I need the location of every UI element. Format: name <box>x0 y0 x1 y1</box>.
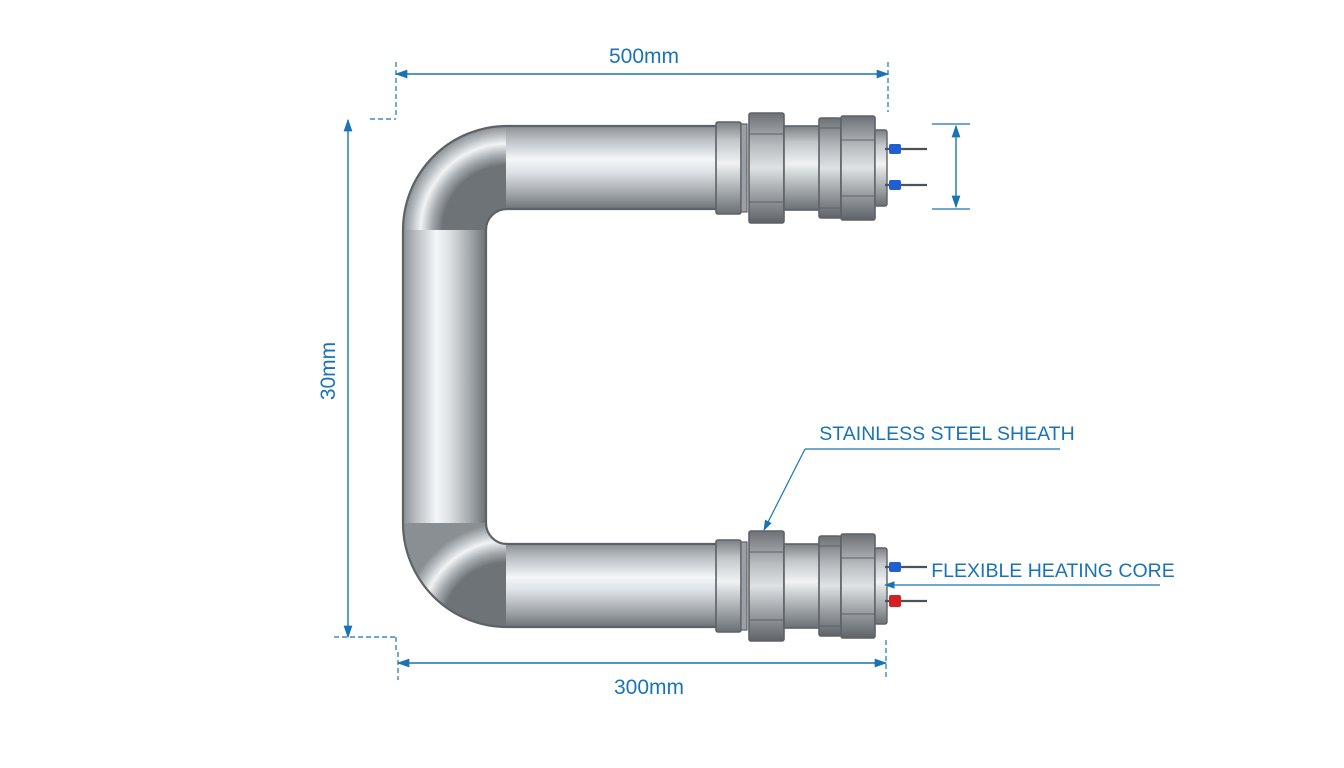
tube-bottom-bend <box>403 523 507 627</box>
fitting-ring <box>740 123 748 213</box>
fitting-end-cap <box>874 547 888 625</box>
terminal-wires-bottom <box>885 562 927 607</box>
callout-label-core: FLEXIBLE HEATING CORE <box>931 560 1174 582</box>
fitting-flange <box>818 535 842 637</box>
callout-label-sheath: STAINLESS STEEL SHEATH <box>819 423 1074 445</box>
tube-vertical-leg <box>403 230 486 523</box>
wire-insulation-blue <box>889 180 901 190</box>
hex-nut <box>748 530 785 642</box>
wire-insulation-blue <box>889 562 901 572</box>
wire-insulation-red <box>889 595 901 607</box>
fitting-flange <box>818 117 842 219</box>
hex-nut <box>840 115 876 221</box>
dimension-bottom: 300mm <box>396 640 888 699</box>
dimension-label-left: 30mm <box>317 342 340 400</box>
fitting-body <box>783 125 821 211</box>
fitting-end-cap <box>874 129 888 207</box>
terminal-fitting-top <box>715 112 888 224</box>
hex-nut <box>840 533 876 639</box>
callout-core: FLEXIBLE HEATING CORE <box>883 560 1175 589</box>
terminal-wires-top <box>885 144 927 190</box>
dimension-terminal-spacing <box>932 123 970 210</box>
callout-leader <box>763 448 806 531</box>
dimension-label-bottom: 300mm <box>614 676 684 699</box>
dimension-left: 30mm <box>317 118 397 650</box>
tube-top-bend <box>403 126 507 230</box>
callout-sheath: STAINLESS STEEL SHEATH <box>763 423 1075 531</box>
tube-outline <box>401 124 720 629</box>
wire-insulation-blue <box>889 144 901 154</box>
tube-top-leg <box>506 126 720 209</box>
fitting-collar <box>715 121 742 215</box>
dimension-top: 500mm <box>370 45 890 120</box>
terminal-fitting-bottom <box>715 530 888 642</box>
stainless-steel-sheath-tube <box>401 124 720 629</box>
hex-nut <box>748 112 785 224</box>
fitting-ring <box>740 541 748 631</box>
dimension-label-top: 500mm <box>609 45 679 68</box>
tube-bottom-leg <box>506 544 720 627</box>
fitting-body <box>783 543 821 629</box>
fitting-collar <box>715 539 742 633</box>
